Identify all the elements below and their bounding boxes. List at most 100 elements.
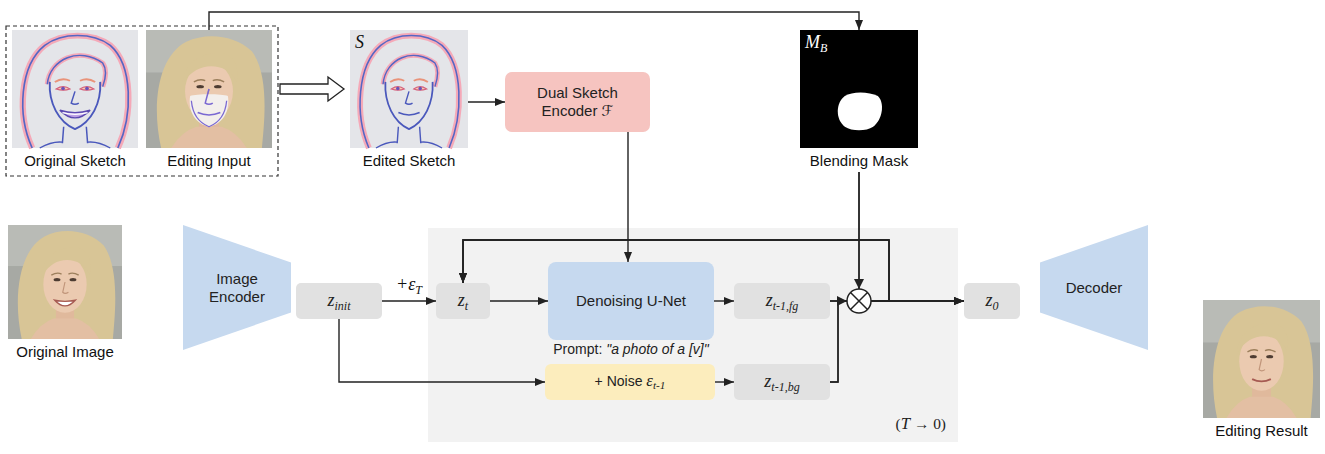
text-run: Dual Sketch Encoder ℱ (537, 84, 618, 119)
text-slot: Decoder (1066, 279, 1123, 297)
edit-patch (190, 94, 229, 126)
mouth-shape (55, 300, 76, 306)
box-label: zinit (327, 290, 350, 313)
image-caption: Original Sketch (24, 152, 126, 170)
loop-panel-ground (428, 228, 958, 442)
text-slot: MB (805, 32, 827, 55)
text-run: Denoising U-Net (576, 292, 686, 309)
image-caption: Blending Mask (810, 152, 908, 170)
edited-sketch-picture (350, 30, 468, 148)
text-slot: zt-1,bg (764, 371, 799, 394)
noise-box: + Noise εt-1 (545, 364, 715, 400)
panel-label: (T → 0) (896, 414, 946, 434)
text-run: Original Sketch (24, 152, 126, 169)
nose-sketch (205, 89, 213, 104)
edge-label-slot: +εT (396, 274, 422, 297)
text-run: Editing Result (1215, 422, 1308, 439)
box-label: Decoder (1066, 279, 1123, 297)
arrow-connector (859, 172, 964, 301)
image-caption: Editing Input (167, 152, 250, 170)
arrow-connector (463, 240, 889, 382)
arrow-connector (715, 381, 734, 382)
edge-label: +εT (396, 274, 422, 297)
text-slot: Editing Input (167, 152, 250, 170)
editing-result-picture (1203, 300, 1320, 418)
arrow-connector (490, 300, 548, 301)
text-run: T (415, 283, 422, 297)
sketch-image: S Edited Sketch (350, 30, 468, 172)
unet-box: Denoising U-Net (548, 262, 714, 340)
text-slot: S (355, 32, 364, 54)
latent-box: z0 (964, 283, 1020, 319)
text-run: t-1,bg (771, 379, 799, 393)
text-run: Prompt: (553, 341, 606, 357)
text-run: z (458, 290, 465, 310)
original-sketch-picture (12, 30, 138, 148)
latent-box: zt-1,bg (734, 364, 830, 400)
text-run: +ε (396, 274, 415, 294)
multiply-cross (851, 293, 868, 310)
photo-face (1203, 300, 1320, 418)
image-tag: MB (805, 32, 827, 55)
text-slot: Denoising U-Net (576, 292, 686, 310)
text-run: B (820, 41, 827, 55)
box-label: Denoising U-Net (576, 292, 686, 310)
text-run: t-1 (653, 379, 665, 391)
box-label: zt-1,fg (766, 290, 799, 313)
mask-region (838, 93, 882, 131)
arrow-connector (714, 300, 734, 301)
mouth-shape (60, 110, 90, 118)
arrow-connector (382, 300, 436, 301)
text-run: init (335, 298, 351, 312)
text-run: z (764, 371, 771, 391)
original-image-picture (8, 225, 122, 339)
text-run: Blending Mask (810, 152, 908, 169)
sketch-face (350, 30, 468, 148)
arrow-connector (468, 101, 505, 102)
text-slot: Image Encoder (201, 270, 273, 306)
text-run: Edited Sketch (363, 152, 456, 169)
box-label: Dual Sketch Encoder ℱ (515, 84, 640, 120)
text-run: S (355, 32, 364, 52)
text-run: Editing Input (167, 152, 250, 169)
text-slot: Edited Sketch (363, 152, 456, 170)
sketch-face (12, 30, 138, 148)
box-label: zt-1,bg (764, 371, 799, 394)
image-caption: Editing Result (1215, 422, 1308, 440)
box-label: Image Encoder (201, 270, 273, 306)
text-run: t (465, 298, 468, 312)
text-slot: z0 (985, 290, 998, 313)
box-label: + Noise εt-1 (595, 371, 666, 393)
text-slot: Dual Sketch Encoder ℱ (515, 84, 640, 120)
text-slot: Prompt: "a photo of a [v]" (553, 341, 708, 358)
arrow-connector (339, 319, 545, 382)
text-slot: (T → 0) (896, 414, 946, 434)
text-run: ( (896, 415, 901, 432)
text-slot: zt (458, 290, 468, 313)
text-slot: Original Image (16, 343, 114, 361)
sketch-image: Original Sketch (12, 30, 138, 172)
arrow-connector (830, 301, 964, 382)
arrow-head (854, 279, 864, 289)
text-run: M (805, 32, 820, 52)
text-run: Image Encoder (209, 270, 265, 305)
text-slot: Editing Result (1215, 422, 1308, 440)
image-caption: Original Image (16, 343, 114, 361)
text-slot: zinit (327, 290, 350, 313)
text-slot: + Noise εt-1 (595, 371, 666, 393)
image-caption: Edited Sketch (363, 152, 456, 170)
mouth-line (1252, 379, 1271, 381)
text-run: → 0) (910, 415, 946, 432)
text-slot: Original Sketch (24, 152, 126, 170)
text-run: z (766, 290, 773, 310)
mouth-sketch (198, 113, 221, 115)
trapezoid-fill (1040, 225, 1148, 350)
photo-image: Editing Input (146, 30, 272, 172)
decoder-trapezoid: Decoder (1040, 225, 1148, 350)
mask-ground (800, 30, 918, 148)
latent-box: zinit (296, 283, 382, 319)
mask-image: MB Blending Mask (800, 30, 918, 172)
text-slot: zt-1,fg (766, 290, 799, 313)
panel-label: Prompt: "a photo of a [v]" (553, 341, 708, 358)
